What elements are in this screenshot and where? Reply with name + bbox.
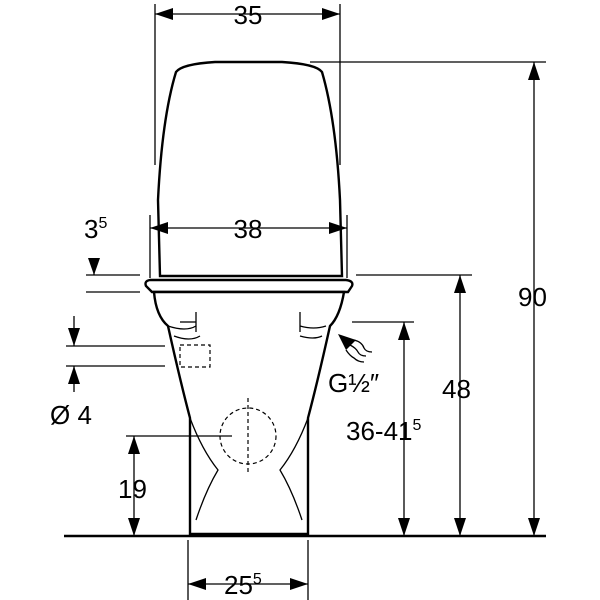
dim-seat-height: 48 (442, 374, 471, 404)
water-inlet-symbol (338, 334, 373, 363)
pan-body (152, 290, 346, 536)
dim-water-inlet-height: 36-415 (346, 416, 422, 446)
dim-tank-top-width: 35 (234, 0, 263, 30)
pan-inner-right (299, 325, 327, 339)
dim-outlet-height: 19 (118, 474, 147, 504)
hidden-pipe-connector (179, 344, 211, 368)
dim-seat-width: 38 (234, 214, 263, 244)
pan-inner-left (167, 325, 201, 340)
pedestal-cutout-right (279, 417, 309, 521)
dim-seat-gap-sup: 5 (98, 215, 107, 232)
dim-water-inlet-label-main: G (328, 368, 348, 398)
cistern (156, 60, 344, 278)
dim-base-width-sup: 5 (253, 571, 262, 588)
dim-water-inlet-label-frac: ½″ (348, 368, 379, 398)
dim-seat-gap-main: 3 (84, 214, 98, 244)
dim-water-inlet-label: G½″ (328, 368, 379, 398)
seat-lid (144, 278, 354, 294)
dim-water-inlet-height-main: 36-41 (346, 416, 413, 446)
dim-total-height: 90 (518, 282, 547, 312)
dim-water-inlet-height-sup: 5 (413, 417, 422, 434)
dim-seat-gap: 35 (84, 214, 107, 244)
extension-lines (66, 4, 546, 600)
dim-base-width: 255 (224, 570, 262, 600)
dimension-lines (68, 8, 540, 590)
dim-pipe-diameter: Ø 4 (50, 400, 92, 430)
dim-base-width-main: 25 (224, 570, 253, 600)
toilet-outline (144, 60, 354, 536)
